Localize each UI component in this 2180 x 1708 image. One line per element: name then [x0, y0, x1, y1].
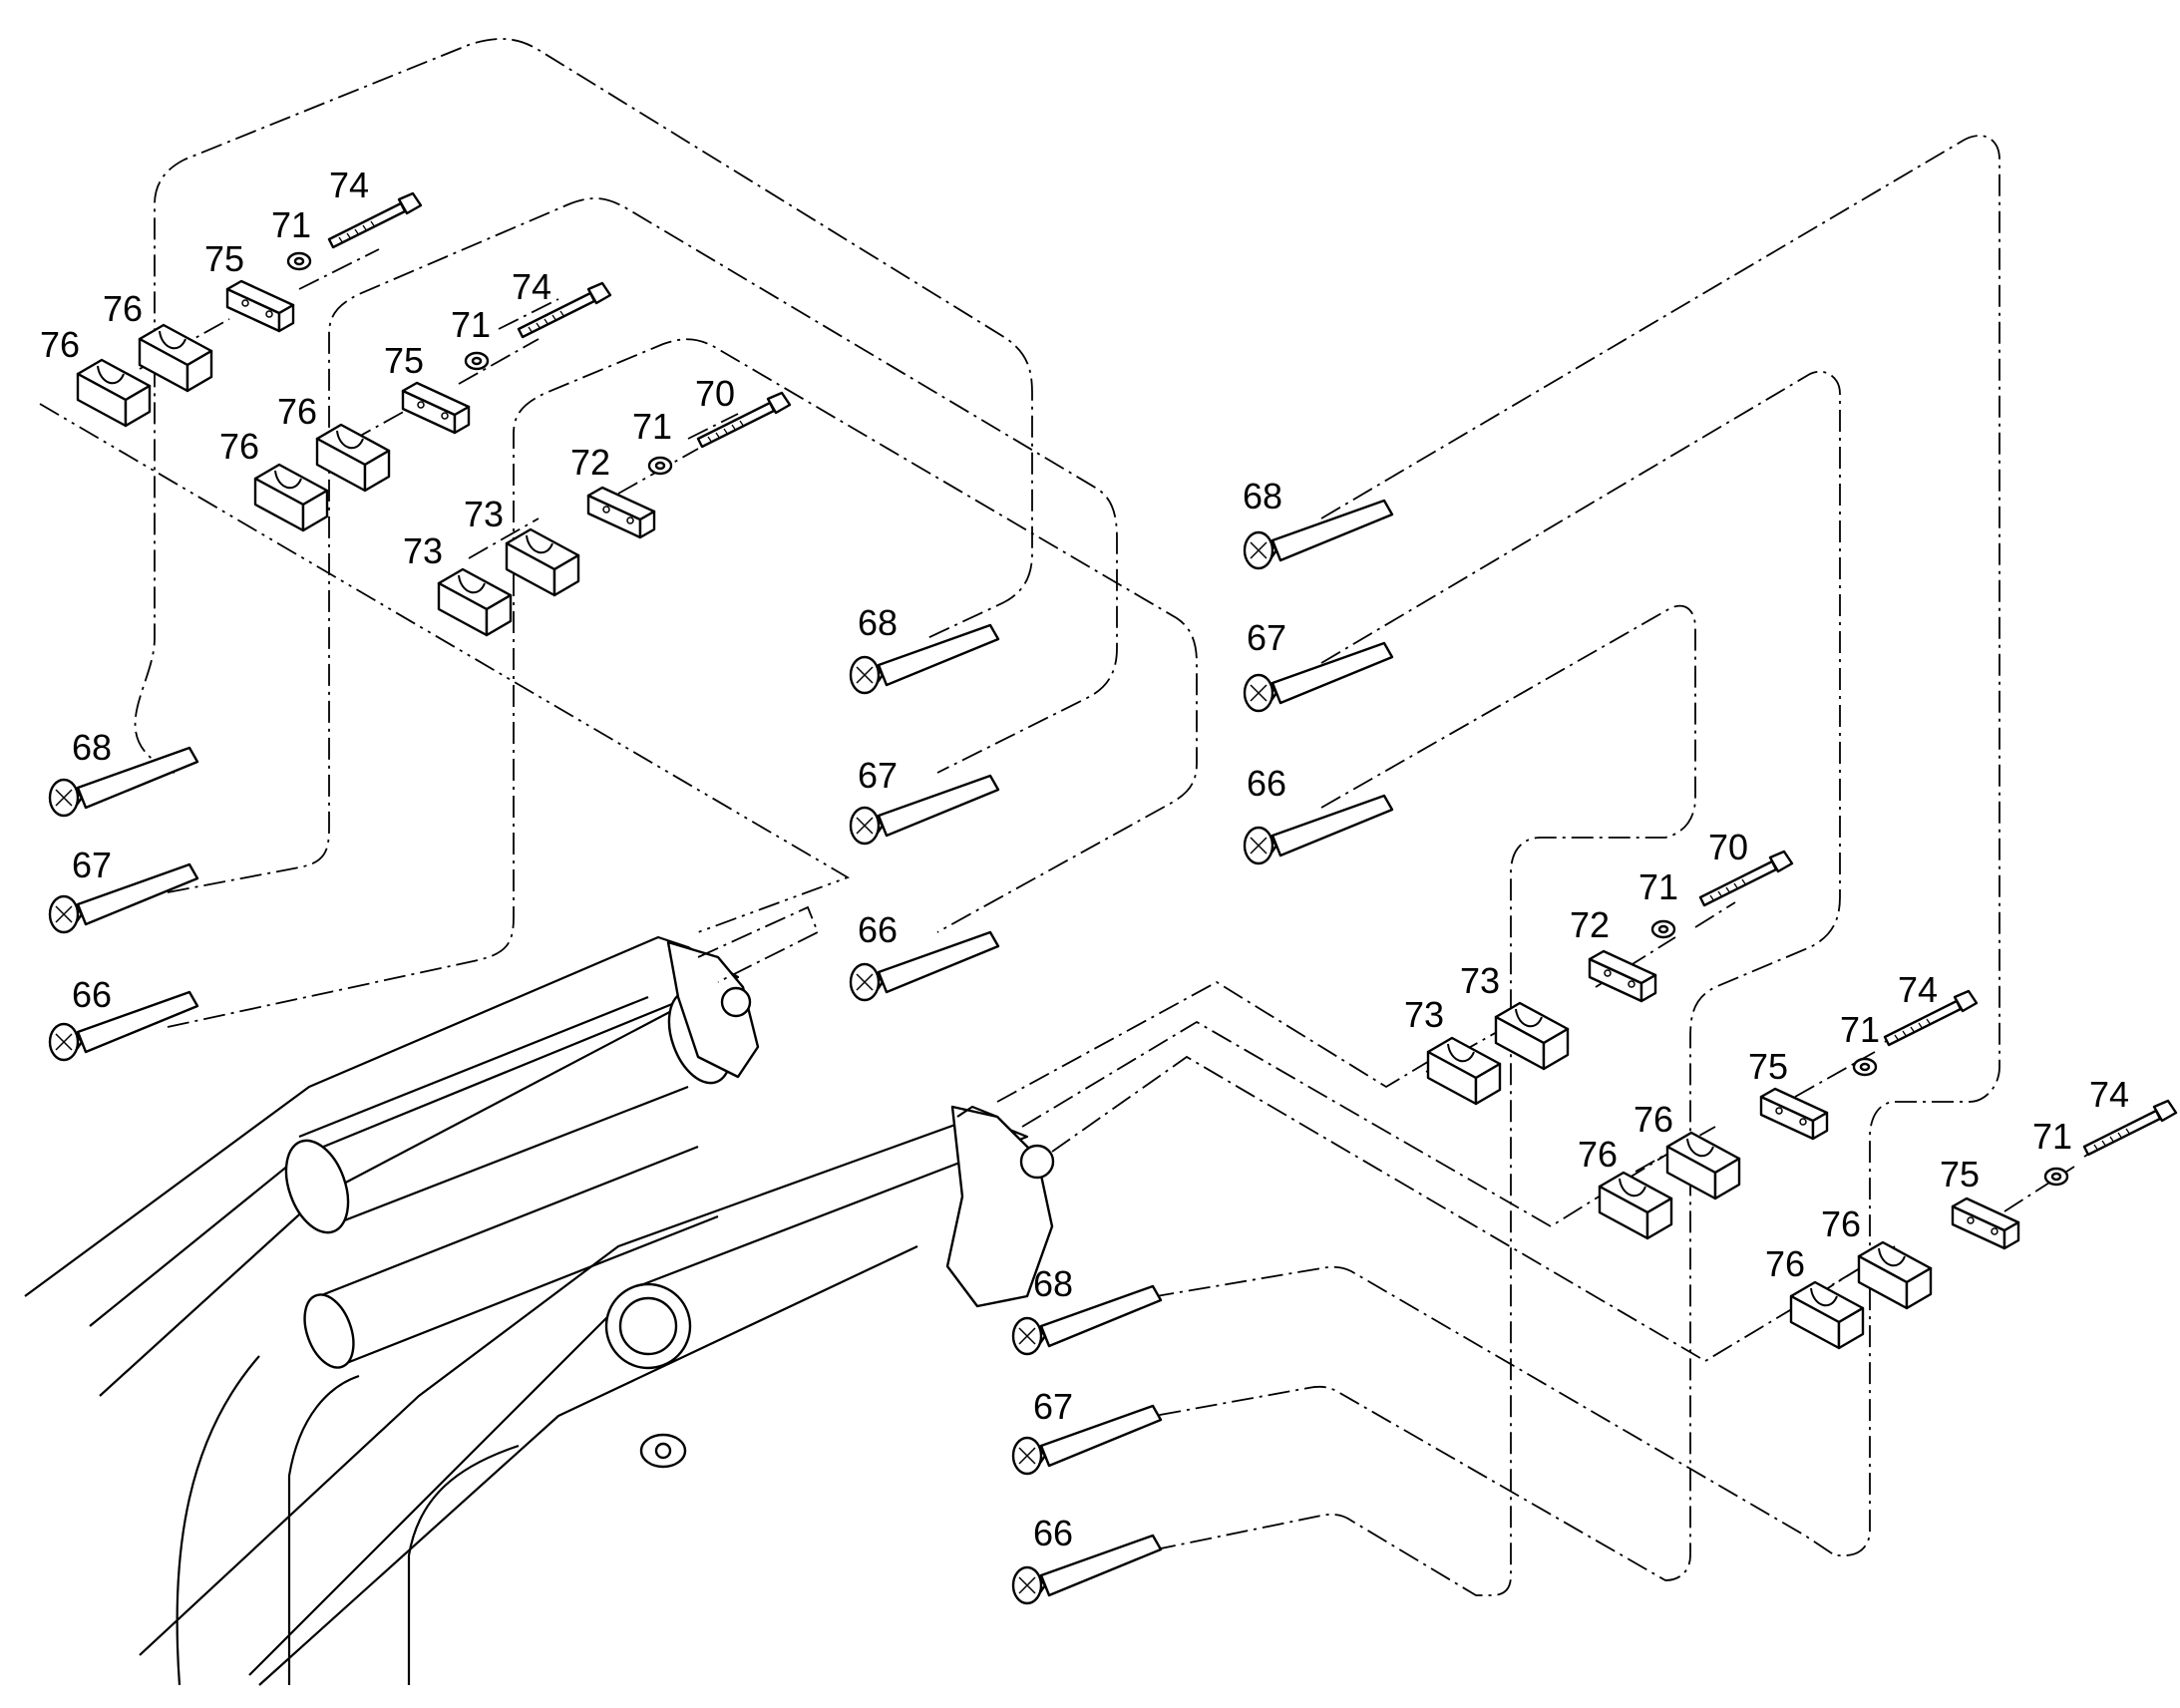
leader-lines [39, 38, 2125, 1596]
callout-label: 67 [1247, 617, 1286, 658]
lower-tube-end [303, 1293, 355, 1369]
callout-label: 76 [277, 391, 317, 432]
washer-71 [464, 351, 490, 371]
callout-label: 71 [632, 406, 672, 447]
callout-label: 71 [1840, 1009, 1880, 1050]
callout-label: 66 [858, 909, 898, 950]
clamp-73 [505, 527, 580, 597]
callout-label: 76 [103, 288, 143, 329]
washer-71 [286, 251, 312, 271]
bolt-66 [1243, 794, 1394, 865]
plate-75 [1951, 1196, 2020, 1250]
clamp-76 [253, 463, 329, 532]
clamp-76 [1789, 1280, 1865, 1350]
callout-label: 71 [451, 304, 491, 345]
callout-label: 74 [329, 165, 369, 205]
callout-label: 68 [1243, 476, 1282, 516]
lug-hole-inner [654, 1442, 672, 1460]
clamp-73 [1494, 1001, 1570, 1071]
clamp-73 [1426, 1036, 1502, 1106]
callout-label: 76 [1765, 1243, 1805, 1284]
callout-label: 75 [204, 238, 244, 279]
callout-label: 73 [464, 494, 504, 534]
callout-label: 68 [72, 727, 112, 768]
callout-label: 67 [858, 755, 898, 796]
clamp-73 [437, 567, 513, 637]
callout-label: 70 [695, 373, 735, 414]
callout-label: 76 [219, 426, 259, 467]
callout-label: 74 [1898, 969, 1938, 1010]
callout-label: 76 [1821, 1203, 1861, 1244]
washer-71 [1650, 919, 1676, 939]
callout-label: 66 [72, 974, 112, 1015]
callout-label: 71 [1638, 866, 1678, 907]
callout-labels: 74 71 75 76 76 74 71 75 76 76 70 71 72 7… [40, 165, 2129, 1553]
plate-72 [586, 486, 656, 539]
cross-tube-end [284, 1139, 350, 1234]
callout-label: 70 [1708, 827, 1748, 867]
callout-label: 68 [858, 602, 898, 643]
callout-label: 74 [512, 266, 551, 307]
callout-label: 74 [2089, 1074, 2129, 1115]
plate-75 [401, 381, 471, 435]
callout-label: 66 [1033, 1513, 1073, 1553]
pivot-bore [618, 1296, 678, 1356]
lug-pin [1019, 1144, 1055, 1180]
clamp-76 [1665, 1131, 1741, 1200]
plate-75 [1759, 1087, 1829, 1141]
callout-label: 66 [1247, 763, 1286, 804]
callout-label: 76 [1634, 1099, 1673, 1140]
upper-left-lug [666, 940, 760, 1079]
callout-label: 76 [1578, 1134, 1618, 1175]
washer-71 [1852, 1057, 1878, 1077]
callout-label: 73 [403, 530, 443, 571]
clamp-76 [315, 423, 391, 493]
callout-label: 72 [1570, 904, 1610, 945]
callout-label: 73 [1460, 960, 1500, 1001]
callout-label: 67 [72, 845, 112, 885]
washer-71 [2043, 1167, 2069, 1187]
washer-71 [647, 456, 673, 476]
callout-label: 67 [1033, 1386, 1073, 1427]
callout-label: 76 [40, 324, 80, 365]
clamp-76 [76, 358, 152, 428]
callout-label: 71 [2032, 1116, 2072, 1157]
clamp-76 [138, 323, 213, 393]
plate-75 [225, 279, 295, 333]
lug-pin [720, 986, 752, 1018]
callout-label: 68 [1033, 1263, 1073, 1304]
callout-label: 71 [271, 204, 311, 245]
boom-frame [24, 905, 1055, 1686]
callout-label: 73 [1404, 994, 1444, 1035]
callout-label: 75 [1748, 1046, 1788, 1087]
plate-72 [1588, 949, 1657, 1003]
callout-label: 75 [384, 340, 424, 381]
callout-label: 72 [570, 442, 610, 483]
callout-label: 75 [1940, 1154, 1980, 1195]
clamp-76 [1598, 1171, 1673, 1240]
